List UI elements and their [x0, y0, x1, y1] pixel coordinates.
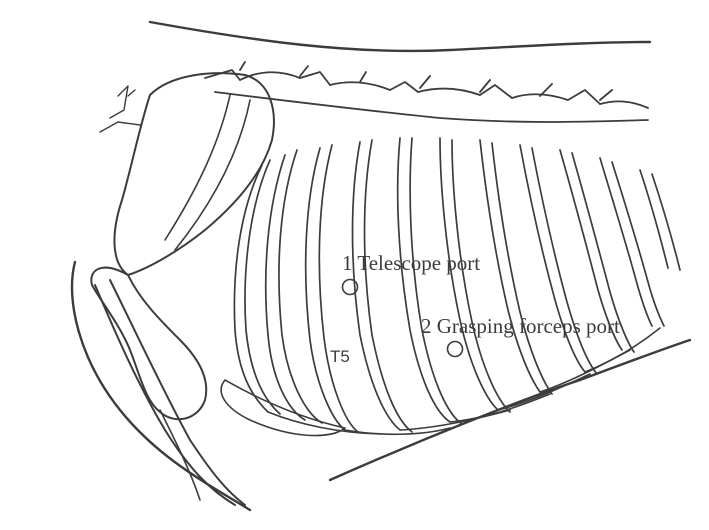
grasping-forceps-port-label: 2 Grasping forceps port	[421, 316, 620, 337]
t5-vertebra-label: T5	[330, 348, 350, 365]
ribs	[234, 138, 680, 432]
telescope-port-circle	[339, 276, 361, 298]
forearm	[95, 280, 245, 505]
telescope-port-label: 1 Telescope port	[342, 253, 480, 274]
grasping-forceps-port-circle	[444, 338, 466, 360]
sternum	[221, 380, 345, 436]
spine	[205, 62, 648, 122]
back-contour	[150, 22, 650, 51]
